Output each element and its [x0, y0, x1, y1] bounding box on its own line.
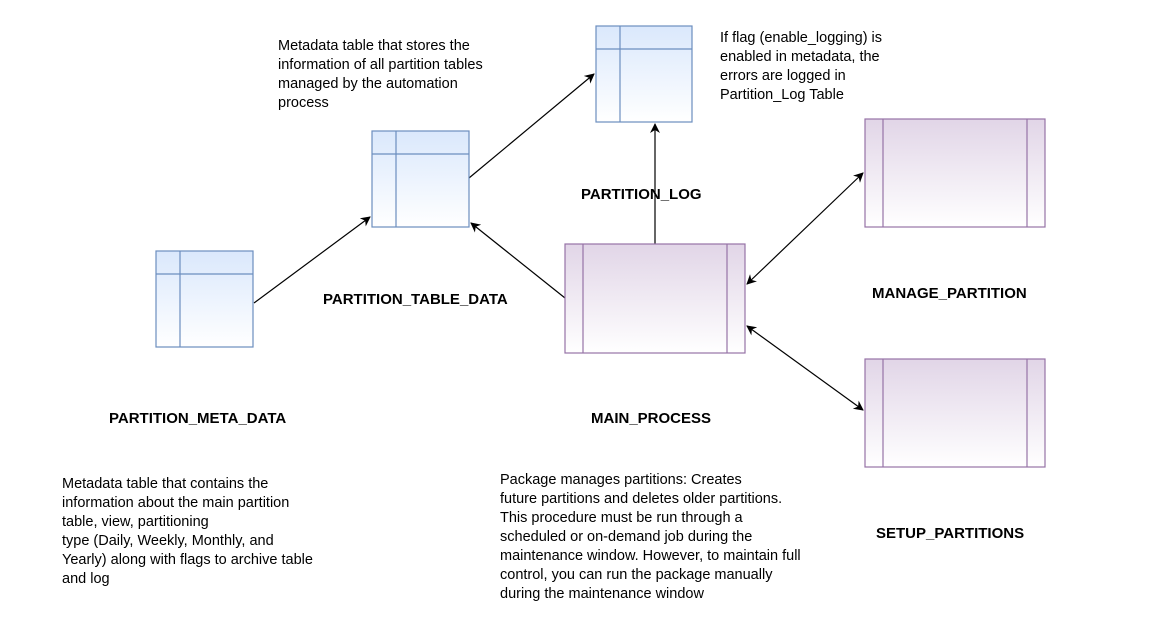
label-setup-partitions: SETUP_PARTITIONS: [876, 525, 1025, 542]
note-main-process: Package manages partitions: Creates futu…: [500, 472, 801, 602]
note-table-data: Metadata table that stores the informati…: [278, 38, 483, 111]
label-partition-meta-data: PARTITION_META_DATA: [109, 410, 287, 427]
edges: [253, 73, 864, 411]
note-log: If flag (enable_logging) is enabled in m…: [720, 30, 883, 103]
label-partition-log: PARTITION_LOG: [581, 186, 702, 203]
note-meta-data: Metadata table that contains the informa…: [62, 476, 313, 587]
process-setup-partitions[interactable]: [864, 358, 1046, 468]
label-main-process: MAIN_PROCESS: [591, 410, 712, 427]
label-manage-partition: MANAGE_PARTITION: [872, 285, 1027, 302]
table-partition-table-data[interactable]: [371, 130, 470, 228]
edge-tabledata-to-log: [468, 73, 595, 179]
edge-meta-to-tabledata: [253, 216, 371, 304]
edge-main-setup: [746, 325, 864, 411]
table-partition-meta-data[interactable]: [155, 250, 254, 348]
process-main-process[interactable]: [564, 243, 746, 354]
label-partition-table-data: PARTITION_TABLE_DATA: [323, 291, 508, 308]
edge-main-manage: [746, 172, 864, 285]
edge-main-to-tabledata: [470, 222, 566, 299]
table-partition-log[interactable]: [595, 25, 693, 123]
process-manage-partition[interactable]: [864, 118, 1046, 228]
